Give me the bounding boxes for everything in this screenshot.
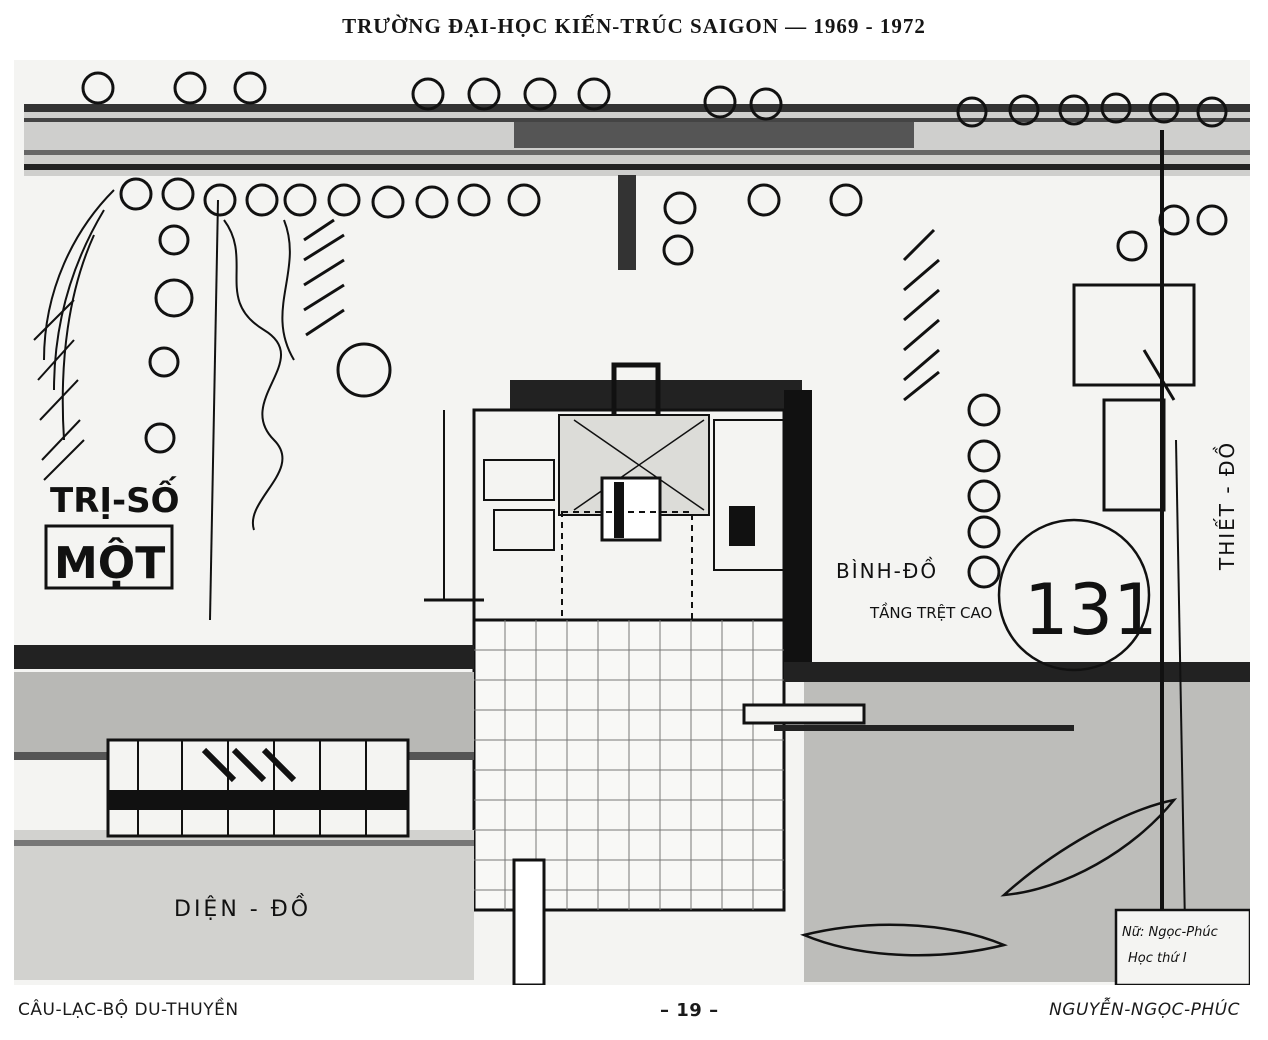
tree-row-top	[81, 71, 1228, 128]
signature-note-line1: Nữ: Ngọc-Phúc	[1122, 925, 1218, 940]
architectural-drawing-sheet: TRỊ-SỐ MỘT BÌNH-ĐỒ TẦNG TRỆT CAO 131 DIỆ…	[14, 60, 1250, 985]
label-mot-frame	[44, 524, 174, 590]
building-floor-plan	[424, 362, 812, 672]
score-circle	[997, 518, 1151, 672]
label-tri-so: TRỊ-SỐ	[50, 476, 180, 521]
label-mot: MỘT	[54, 536, 165, 589]
footer-project-name: CÂU-LẠC-BỘ DU-THUYỀN	[18, 1000, 239, 1020]
site-plan-drawing: TRỊ-SỐ MỘT BÌNH-ĐỒ TẦNG TRỆT CAO 131 DIỆ…	[14, 71, 1250, 985]
footer-page-number: – 19 –	[660, 1000, 719, 1021]
footer-author-name: NGUYỄN-NGỌC-PHÚC	[1049, 1000, 1240, 1020]
score-value: 131	[1024, 569, 1158, 651]
tree-column-right	[967, 393, 1001, 589]
label-binh-do: BÌNH-ĐỒ	[836, 557, 938, 583]
elevation-drawing	[106, 738, 410, 838]
label-thiet-do: THIẾT - ĐỒ	[1213, 441, 1239, 571]
boat-sketches	[800, 798, 1178, 957]
section-drawing	[1072, 130, 1196, 981]
label-tang-tret: TẦNG TRỆT CAO	[869, 601, 992, 622]
top-road-band	[24, 104, 1250, 176]
label-dien-do: DIỆN - ĐỒ	[174, 894, 311, 922]
hatch-marks-upper	[303, 218, 940, 402]
landscape-hatching-left	[33, 189, 295, 621]
page-header-title: TRƯỜNG ĐẠI-HỌC KIẾN-TRÚC SAIGON — 1969 -…	[342, 14, 926, 38]
signature-box	[1114, 908, 1250, 985]
signature-note-line2: Học thứ I	[1128, 951, 1187, 966]
deck-grid	[472, 618, 786, 985]
tree-column-left	[144, 224, 1148, 454]
pier-structure-top	[618, 175, 636, 270]
